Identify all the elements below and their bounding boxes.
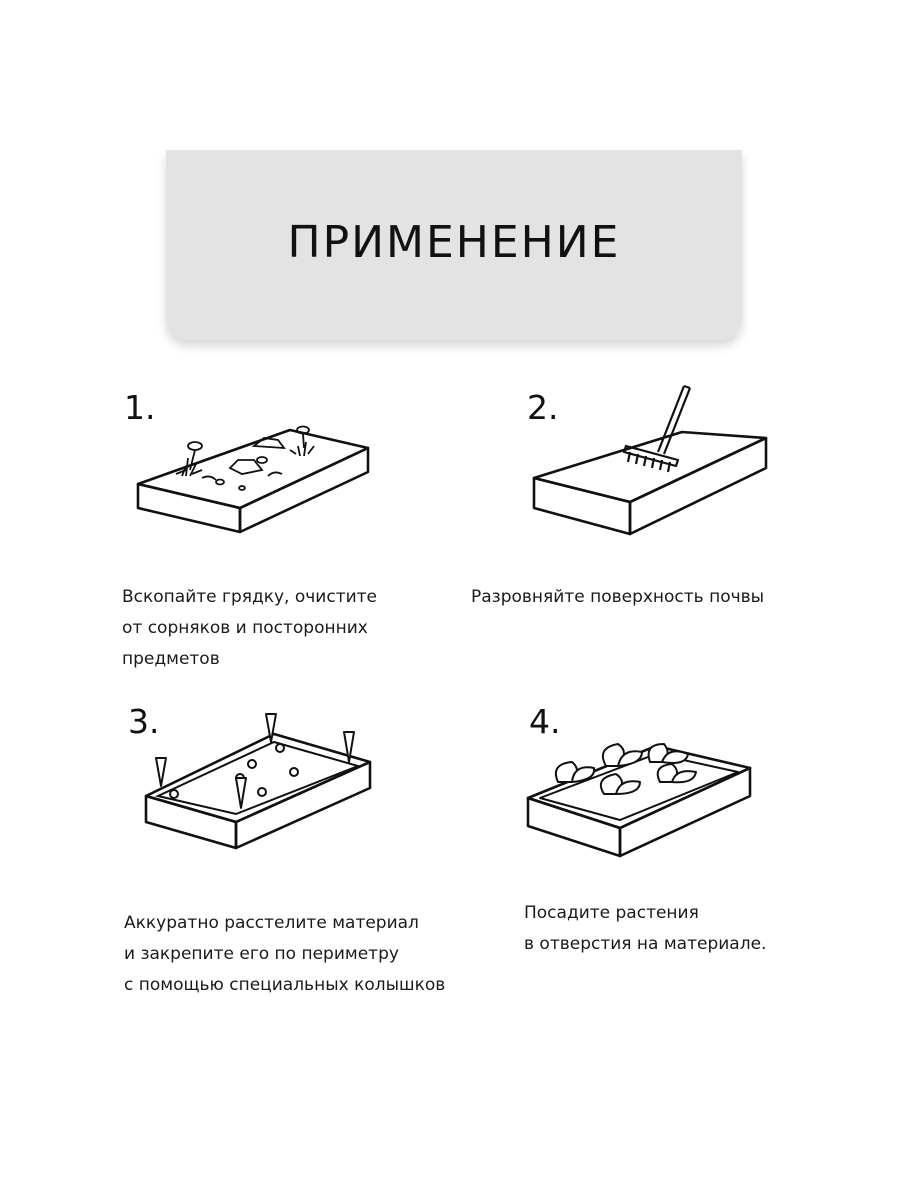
step-3-illustration — [140, 710, 380, 850]
step-4-number: 4. — [529, 702, 561, 741]
garden-bed-plants-icon — [526, 743, 752, 858]
step-3-line-2: и закрепите его по периметру — [124, 944, 399, 964]
garden-bed-cover-icon — [144, 713, 372, 850]
step-2-illustration — [526, 380, 776, 540]
step-1-line-2: от сорняков и посторонних — [122, 618, 368, 638]
step-3-number: 3. — [128, 702, 160, 741]
step-4-line-1: Посадите растения — [524, 903, 699, 923]
step-1-description: Вскопайте грядку, очистите от сорняков и… — [122, 582, 377, 675]
step-1-illustration — [130, 418, 380, 538]
page-title: ПРИМЕНЕНИЕ — [287, 216, 621, 268]
step-3-line-1: Аккуратно расстелите материал — [124, 913, 419, 933]
step-3-description: Аккуратно расстелите материал и закрепит… — [124, 908, 445, 1001]
title-banner: ПРИМЕНЕНИЕ — [166, 150, 742, 340]
step-2-line-1: Разровняйте поверхность почвы — [471, 587, 765, 607]
step-3-line-3: с помощью специальных колышков — [124, 975, 446, 995]
step-4-line-2: в отверстия на материале. — [524, 934, 767, 954]
garden-bed-weeds-icon — [136, 425, 370, 534]
step-2-number: 2. — [527, 388, 559, 427]
step-2-description: Разровняйте поверхность почвы — [471, 582, 764, 613]
step-4-description: Посадите растения в отверстия на материа… — [524, 898, 766, 960]
step-1-line-1: Вскопайте грядку, очистите — [122, 587, 378, 607]
step-1-number: 1. — [124, 388, 156, 427]
step-1-line-3: предметов — [122, 649, 220, 669]
garden-bed-rake-icon — [532, 384, 768, 536]
step-4-illustration — [522, 732, 762, 862]
